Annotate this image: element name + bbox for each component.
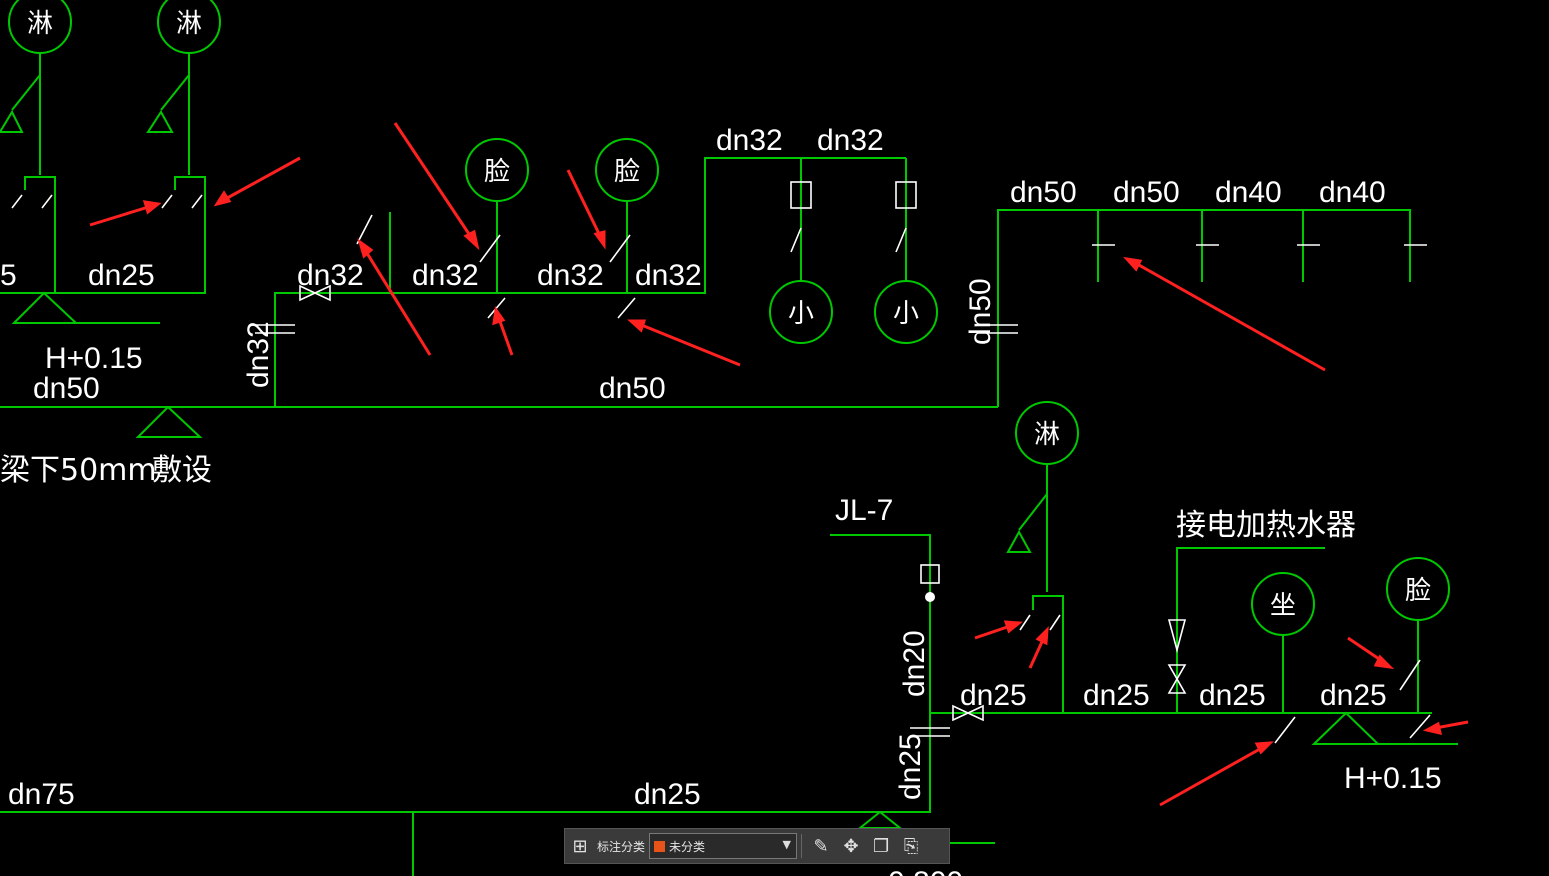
bottom-partial-label: 0.800 — [888, 866, 963, 876]
fixture-label-shower-2: 淋 — [176, 9, 202, 39]
pipe-label: dn25 — [1320, 679, 1387, 712]
pipe-label: dn25 — [634, 778, 701, 811]
fixture-label-urinal-2: 小 — [893, 299, 919, 329]
red-arrows — [89, 122, 1469, 807]
pipe-label-vertical: dn25 — [894, 733, 927, 800]
red-arrow — [89, 203, 156, 227]
elevation-label: H+0.15 — [1344, 762, 1442, 795]
urinal-symbol-1 — [769, 280, 833, 344]
annotation-toolbar: ⊞ 标注分类 未分类 ▼ ✎ ✥ ❐ ⎘ — [564, 828, 950, 864]
pipe-label: dn32 — [635, 259, 702, 292]
pipe-label-vertical: dn32 — [242, 321, 275, 388]
red-arrow — [393, 122, 477, 244]
pipe-label: dn75 — [8, 778, 75, 811]
pipe-label: dn25 — [88, 259, 155, 292]
fixture-labels: 淋 淋 脸 脸 小 小 淋 坐 脸 — [27, 9, 1431, 621]
laying-note: 敷设 — [152, 453, 212, 488]
pipe-label: dn32 — [297, 259, 364, 292]
fixture-label-basin-1: 脸 — [484, 157, 510, 187]
pipe-label: dn40 — [1319, 176, 1386, 209]
edit-icon[interactable]: ✎ — [813, 835, 829, 857]
red-arrow — [1129, 258, 1326, 372]
red-arrow — [1159, 743, 1268, 807]
pipe-label-vertical: dn20 — [898, 630, 931, 697]
toolbar-divider — [801, 834, 803, 858]
red-arrow — [566, 169, 605, 243]
copy-icon[interactable]: ❐ — [872, 835, 890, 857]
toilet-symbol — [1251, 572, 1315, 636]
pipe-label: dn50 — [33, 372, 100, 405]
fixture-label-basin-2: 脸 — [614, 157, 640, 187]
pipe-network — [0, 157, 1458, 876]
annotations: H+0.15 H+0.15 JL-7 接电加热水器 梁下50mm 敷设 0.80… — [0, 342, 1442, 876]
pipe-label: dn32 — [412, 259, 479, 292]
basin-symbol-1 — [465, 138, 529, 202]
basin-symbol-3 — [1386, 557, 1450, 621]
pipe-label: dn25 — [1199, 679, 1266, 712]
pipe-label: dn50 — [599, 372, 666, 405]
urinal-symbol-2 — [874, 280, 938, 344]
pipe-label: dn32 — [537, 259, 604, 292]
fixture-label-basin-3: 脸 — [1405, 576, 1431, 606]
category-color-swatch — [654, 840, 666, 852]
pipe-label: dn50 — [1113, 176, 1180, 209]
pipe-label-vertical: dn50 — [964, 278, 997, 345]
pipe-label: dn32 — [817, 124, 884, 157]
chevron-down-icon: ▼ — [782, 838, 792, 851]
pipe-label: dn25 — [960, 679, 1027, 712]
fixture-label-toilet: 坐 — [1270, 591, 1296, 621]
fixture-symbols — [0, 0, 1450, 829]
category-label: 标注分类 — [597, 839, 646, 854]
pipe-label: 5 — [0, 259, 17, 292]
red-arrow — [360, 244, 432, 356]
beam-note: 梁下50mm — [0, 453, 157, 488]
red-arrow — [219, 156, 301, 204]
paste-icon[interactable]: ⎘ — [903, 835, 919, 857]
fixture-label-shower-1: 淋 — [27, 9, 53, 39]
grid-icon[interactable]: ⊞ — [572, 835, 588, 857]
pipe-label: dn40 — [1215, 176, 1282, 209]
riser-label: JL-7 — [835, 494, 893, 527]
fixture-label-shower-3: 淋 — [1034, 420, 1060, 450]
basin-symbol-2 — [595, 138, 659, 202]
heater-note: 接电加热水器 — [1176, 508, 1356, 543]
pipe-label: dn50 — [1010, 176, 1077, 209]
fixture-label-urinal-1: 小 — [788, 299, 814, 329]
category-select[interactable]: 未分类 ▼ — [649, 833, 798, 859]
category-select-value: 未分类 — [669, 839, 706, 854]
pipe-label: dn25 — [1083, 679, 1150, 712]
move-icon[interactable]: ✥ — [843, 835, 859, 857]
pipe-size-labels: 5 dn25 dn32 dn32 dn32 dn32 dn32 dn32 dn5… — [0, 124, 1387, 811]
pipe-label: dn32 — [716, 124, 783, 157]
elevation-label: H+0.15 — [45, 342, 143, 375]
red-arrow — [633, 320, 741, 367]
